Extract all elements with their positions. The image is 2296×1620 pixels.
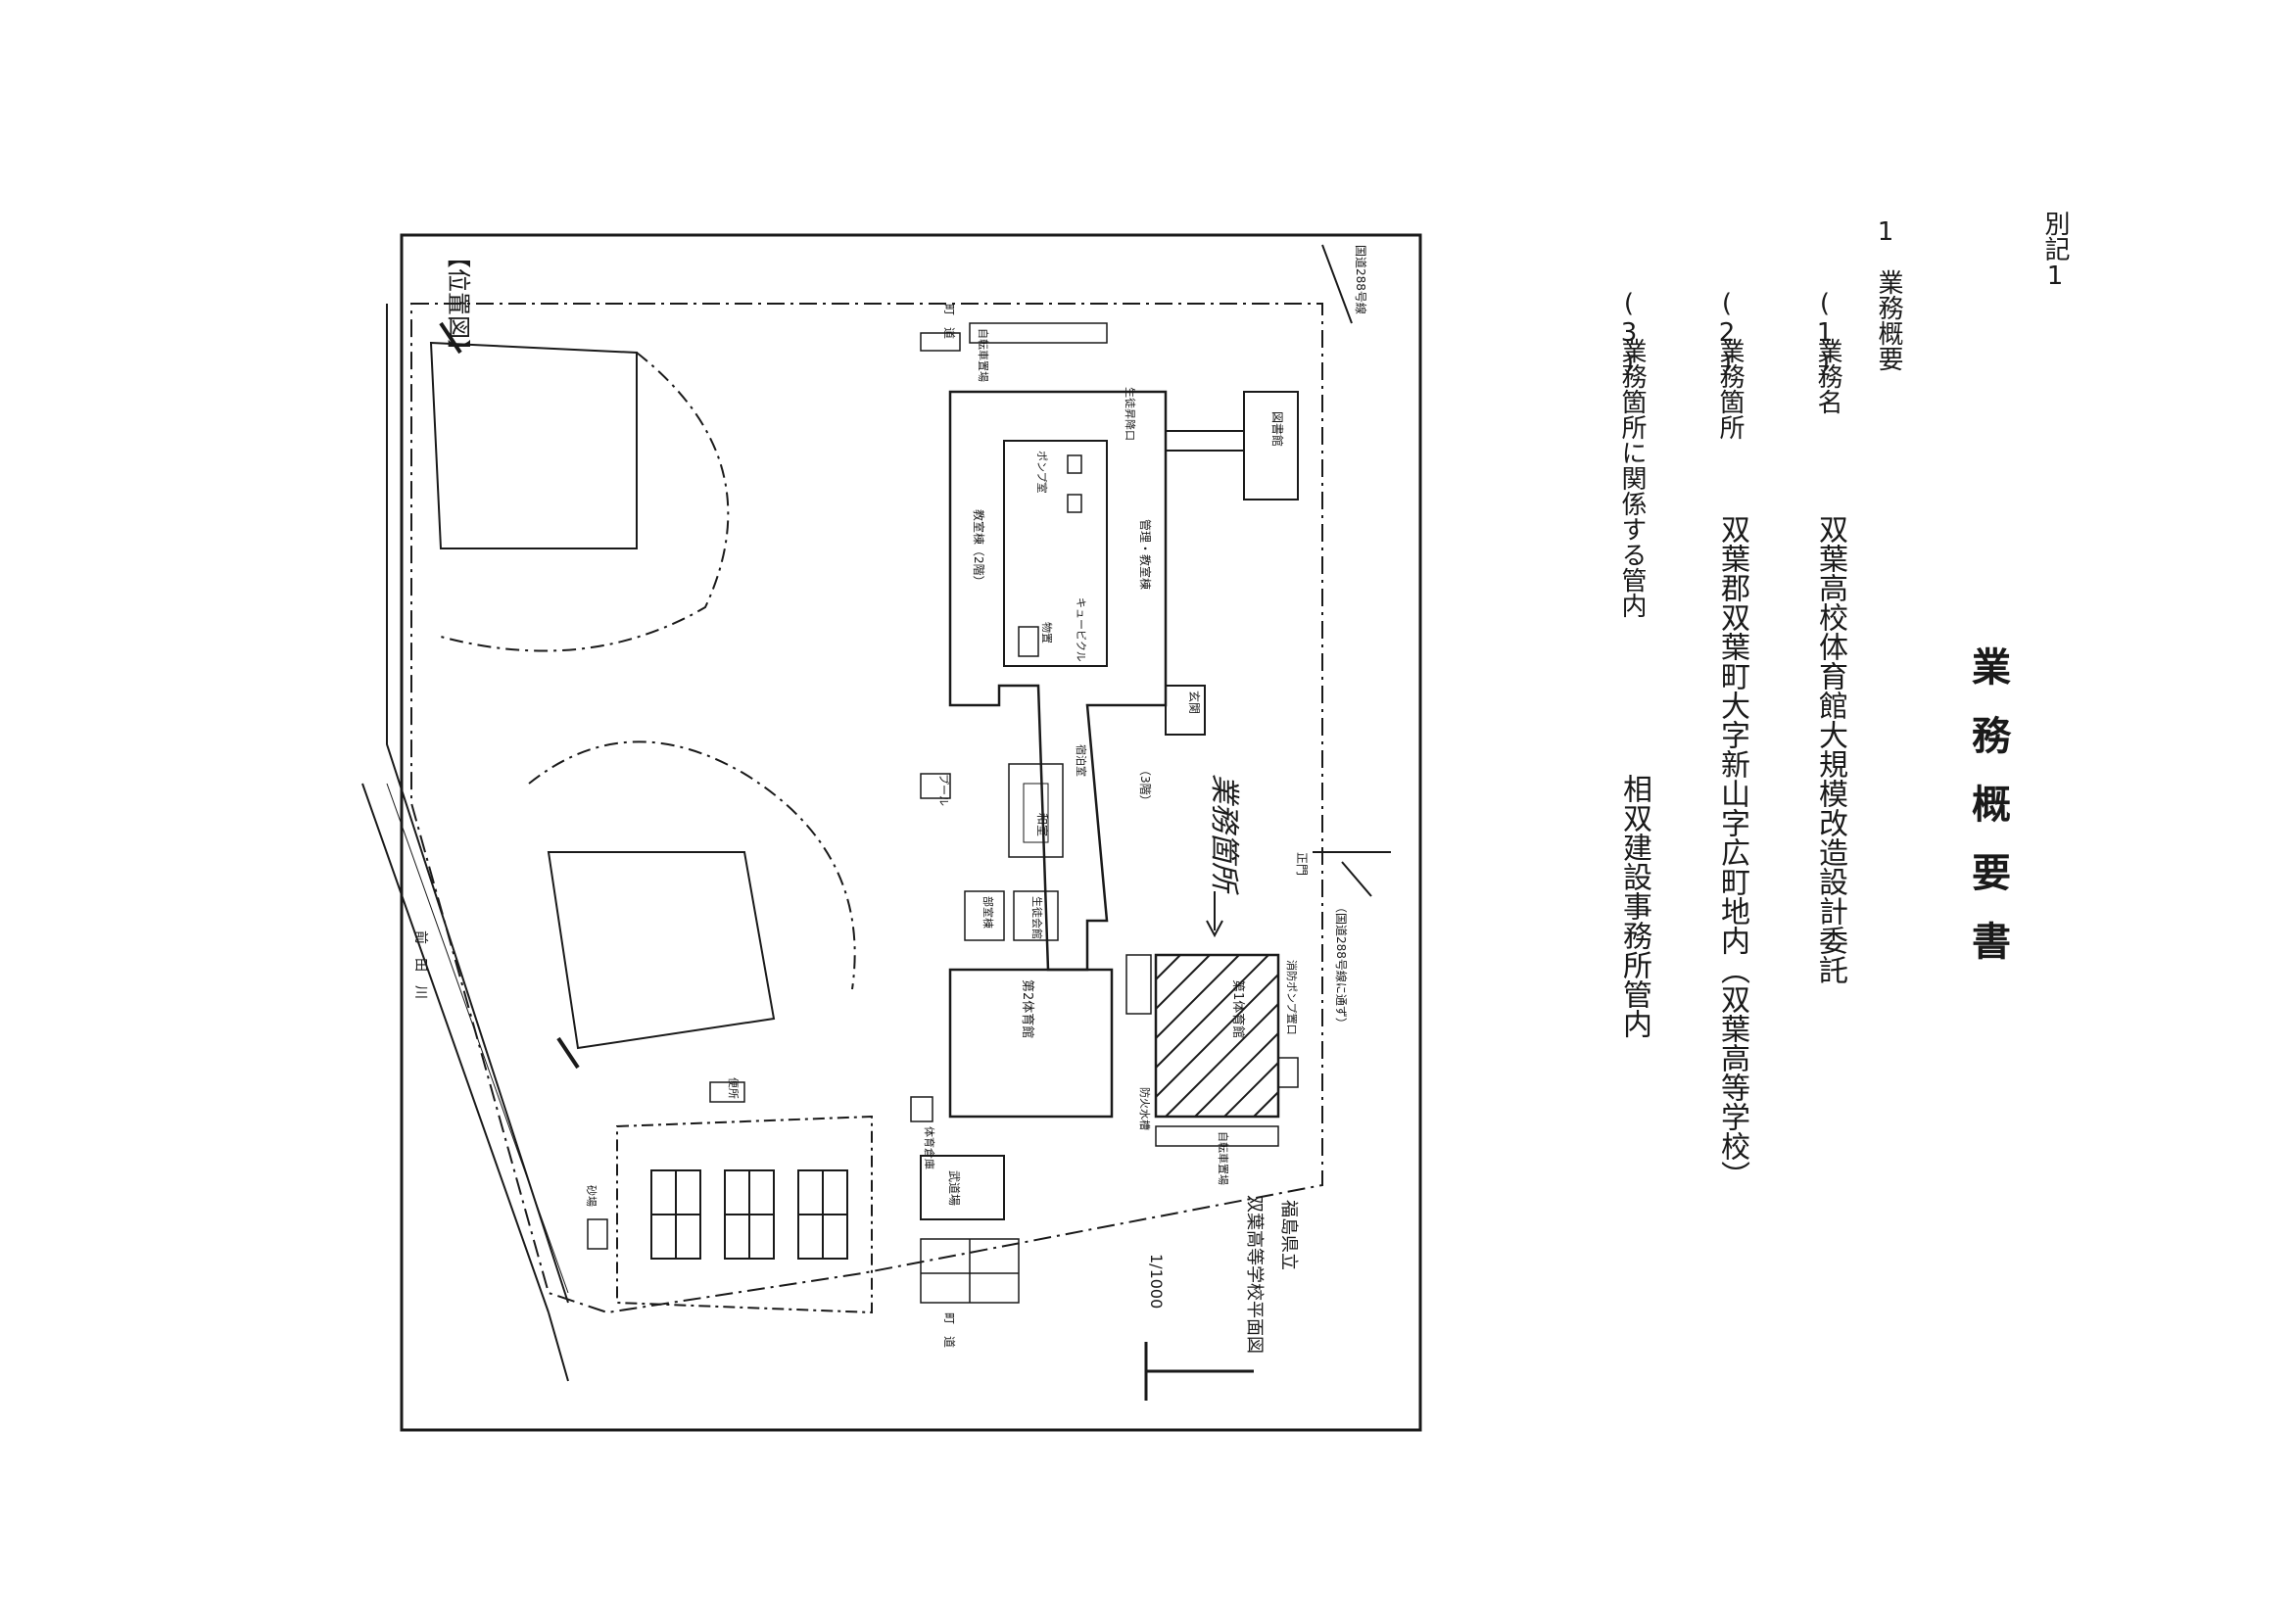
label-national-route-side: （国道288号線に通ず） bbox=[1334, 901, 1349, 1029]
map-title-line1: 福島県立 bbox=[1278, 1200, 1299, 1270]
label-river: 前 田 川 bbox=[412, 930, 429, 999]
section-heading: 業務概要 bbox=[1874, 269, 1903, 371]
pump-building bbox=[1003, 440, 1108, 667]
label-fire-pump: 消防ポンプ置口 bbox=[1285, 960, 1299, 1035]
map-scale: 1/1000 bbox=[1147, 1254, 1166, 1309]
label-sports-storage: 体育倉庫 bbox=[923, 1126, 936, 1169]
item-1-value: 双葉高校体育館大規模改造設計委託 bbox=[1813, 514, 1847, 984]
map-frame bbox=[400, 233, 1422, 1432]
label-gym-1: 第1体育館 bbox=[1230, 979, 1246, 1038]
label-town-road-top: 町 道 bbox=[942, 304, 956, 339]
gym-1-hatch bbox=[1155, 954, 1279, 1118]
main-building bbox=[948, 390, 1168, 972]
gym-2 bbox=[948, 968, 1114, 1119]
item-2-label: 業務箇所 bbox=[1715, 338, 1745, 440]
label-town-road-bottom: 町 道 bbox=[942, 1312, 956, 1348]
label-club-room: 部室棟 bbox=[981, 896, 995, 929]
label-entrance: 玄関 bbox=[1187, 691, 1202, 714]
label-gym-2: 第2体育館 bbox=[1020, 979, 1035, 1038]
gym-1 bbox=[1154, 953, 1280, 1119]
label-fire-tank: 防火水槽 bbox=[1138, 1087, 1152, 1130]
label-bike-parking-2: 自転車置場 bbox=[1217, 1131, 1230, 1185]
item-2-number: (2) bbox=[1712, 289, 1742, 377]
label-classroom-building: 教室棟（2階） bbox=[972, 509, 986, 588]
label-martial-arts: 武道場 bbox=[947, 1170, 961, 1206]
label-sandpit: 砂場 bbox=[585, 1185, 598, 1207]
item-3-label: 業務箇所に関係する管内 bbox=[1617, 338, 1647, 618]
label-toilet: 便所 bbox=[727, 1077, 740, 1099]
map-frame-label: 【位置図】 bbox=[445, 245, 472, 362]
label-pool: プール bbox=[937, 774, 950, 806]
label-national-route-top: 国道288号線 bbox=[1354, 245, 1368, 314]
label-three-floor: （3階） bbox=[1138, 764, 1153, 807]
label-pump-room: ポンプ室 bbox=[1035, 451, 1049, 494]
label-student-entrance: 生徒昇降口 bbox=[1124, 387, 1137, 441]
map-title-line2: 双葉高等学校平面図 bbox=[1244, 1195, 1265, 1354]
label-admin-building: 管理・教室棟 bbox=[1138, 519, 1153, 590]
item-1-number: (1) bbox=[1810, 289, 1840, 377]
item-3-value: 相双建設事務所管内 bbox=[1617, 774, 1651, 1038]
label-bike-parking: 自転車置場 bbox=[977, 328, 990, 382]
section-number: 1 bbox=[1871, 217, 1900, 247]
document-title: 業務概要書 bbox=[1965, 646, 2010, 989]
label-library: 図書館 bbox=[1270, 411, 1285, 447]
road-left bbox=[386, 304, 569, 1304]
site-boundary bbox=[410, 303, 1323, 1314]
handwritten-annotation: 業務箇所 bbox=[1207, 774, 1241, 895]
library bbox=[1243, 391, 1299, 500]
annex-label: 別記1 bbox=[2040, 211, 2070, 291]
item-3-number: (3) bbox=[1614, 289, 1644, 377]
label-cubicle: キュービクル bbox=[1075, 597, 1087, 662]
item-1-label: 業務名 bbox=[1813, 338, 1842, 414]
label-storage: 物置 bbox=[1040, 622, 1054, 643]
item-2-value: 双葉郡双葉町大字新山字広町地内（双葉高等学校） bbox=[1715, 514, 1749, 1190]
label-japanese-room: 和室 bbox=[1035, 813, 1050, 836]
label-student-hall: 生徒会館 bbox=[1030, 896, 1044, 939]
label-lodging: 宿泊室 bbox=[1075, 744, 1088, 777]
label-main-gate: 正門 bbox=[1295, 852, 1309, 876]
